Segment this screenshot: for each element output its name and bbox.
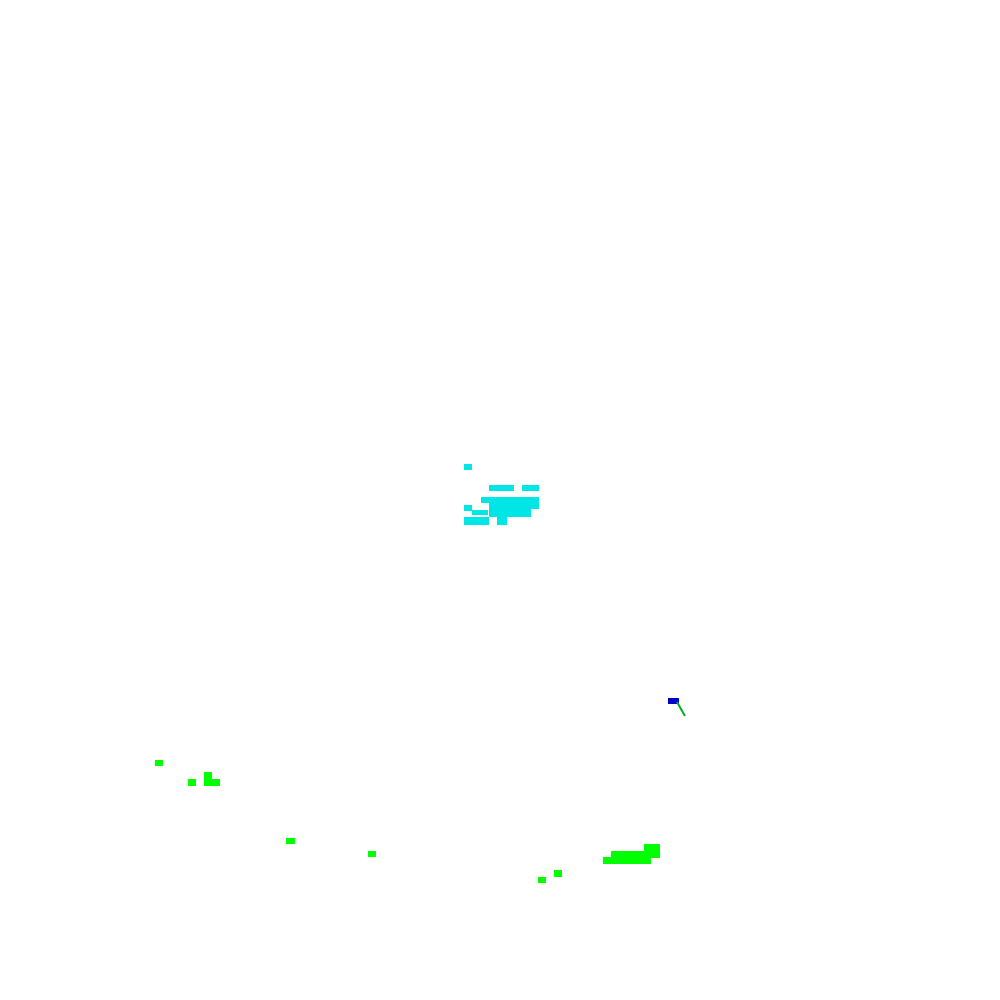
blue-marker: [668, 698, 679, 704]
green-scatter-bottom-block: [368, 851, 376, 857]
cyan-cluster-block: [522, 485, 539, 491]
cyan-cluster: [464, 464, 539, 525]
green-scatter-bottom-block: [538, 877, 546, 883]
green-scatter-left-block: [188, 779, 196, 786]
green-strip-block: [644, 844, 660, 852]
cyan-cluster-block: [489, 485, 514, 491]
green-diagonal-mark: [676, 701, 686, 717]
green-scatter-bottom: [286, 838, 562, 883]
blue-marker-block: [668, 698, 679, 704]
cyan-cluster-block: [489, 509, 531, 517]
cyan-cluster-block: [472, 510, 488, 515]
green-scatter-left-block: [204, 772, 212, 780]
cyan-cluster-block: [464, 464, 472, 470]
cyan-cluster-block: [464, 505, 472, 511]
cyan-cluster-block: [489, 503, 539, 509]
green-strip: [603, 844, 660, 864]
green-scatter-left: [155, 760, 220, 786]
green-strip-block: [611, 851, 660, 858]
green-diagonal-line: [676, 701, 686, 717]
cyan-cluster-block: [464, 517, 489, 525]
green-scatter-left-block: [155, 760, 163, 766]
cyan-cluster-block: [497, 517, 507, 525]
green-strip-block: [603, 857, 651, 864]
green-scatter-bottom-block: [554, 870, 562, 877]
cyan-cluster-block: [481, 497, 539, 503]
green-scatter-left-block: [204, 779, 220, 786]
green-scatter-bottom-block: [286, 838, 295, 844]
